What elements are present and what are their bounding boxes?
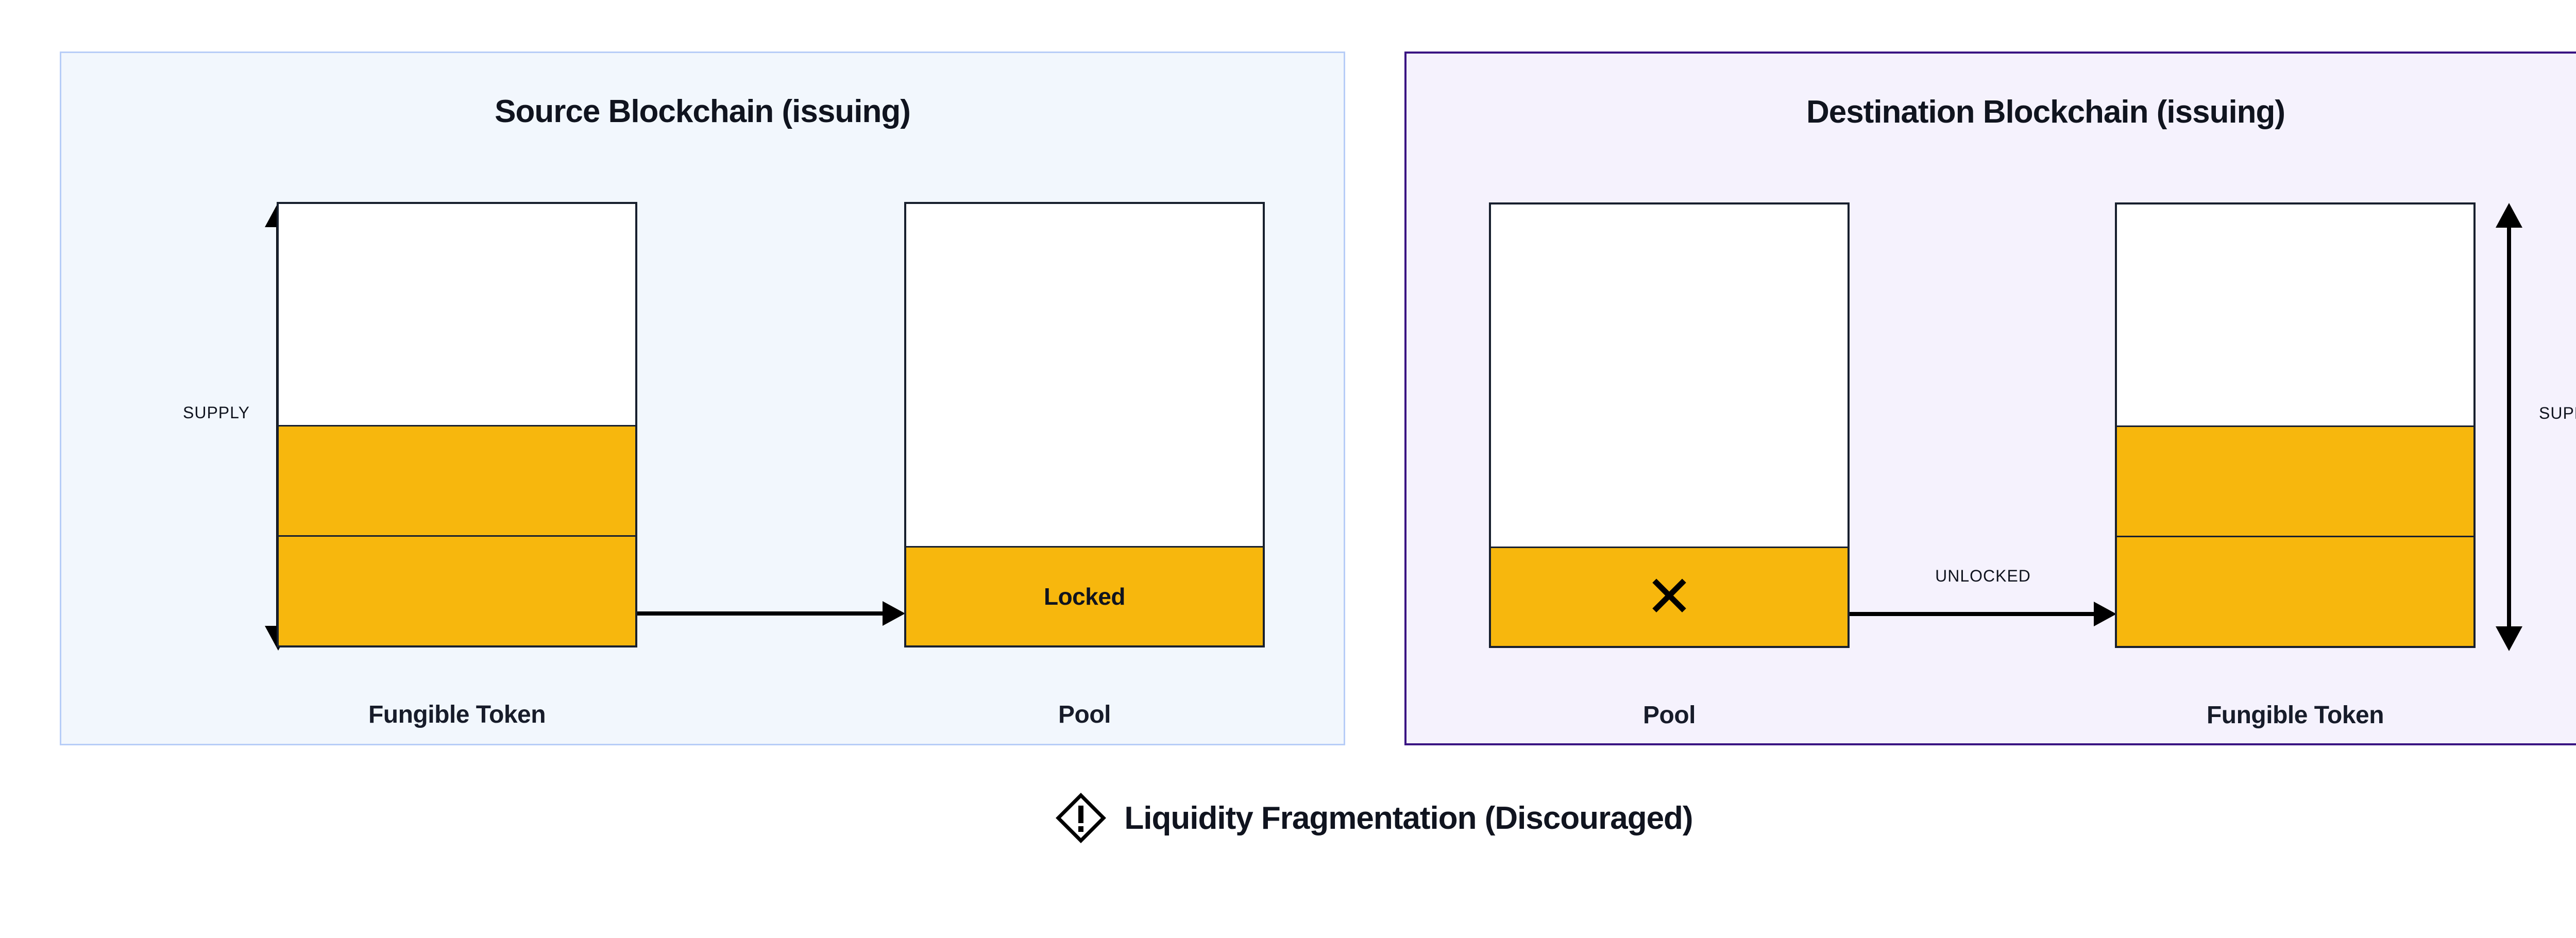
unlocked-label: UNLOCKED: [1935, 567, 2031, 585]
destination-supply-label: SUPPLY: [2539, 404, 2576, 422]
footer-caption-text: Liquidity Fragmentation (Discouraged): [1124, 800, 1693, 836]
caption-destination-pool: Pool: [1643, 702, 1696, 729]
bar-segment-empty: [2117, 204, 2473, 425]
blocked-x-icon: ✕: [1645, 564, 1693, 631]
destination-blockchain-panel: Destination Blockchain (issuing) ✕ Pool …: [1404, 52, 2576, 745]
bar-source-pool: Locked: [904, 202, 1265, 647]
source-panel-title: Source Blockchain (issuing): [495, 94, 911, 129]
warning-diamond-icon: [1056, 793, 1107, 843]
source-supply-measure: SUPPLY: [183, 202, 292, 651]
bar-segment-filled: [279, 535, 635, 645]
source-blockchain-panel: Source Blockchain (issuing) SUPPLY Fungi…: [60, 52, 1345, 745]
bar-segment-empty: [906, 204, 1263, 546]
caption-destination-fungible-token: Fungible Token: [2206, 702, 2384, 729]
footer-caption: Liquidity Fragmentation (Discouraged): [0, 793, 2576, 843]
caption-source-pool: Pool: [1058, 701, 1111, 728]
bar-segment-empty: [279, 204, 635, 425]
bar-segment-filled-blocked: ✕: [1491, 547, 1848, 646]
caption-source-fungible-token: Fungible Token: [368, 701, 546, 728]
bar-destination-fungible-token: [2115, 202, 2476, 648]
bar-segment-filled-locked: Locked: [906, 546, 1263, 645]
bar-segment-filled: [2117, 425, 2473, 536]
bar-destination-pool: ✕: [1489, 202, 1850, 648]
arrow-right-icon: [1850, 602, 2116, 626]
destination-supply-measure: SUPPLY: [2494, 203, 2576, 651]
bar-source-fungible-token: [277, 202, 637, 647]
destination-panel-title: Destination Blockchain (issuing): [1806, 94, 2285, 130]
source-supply-label: SUPPLY: [183, 403, 250, 422]
bar-segment-filled: [279, 424, 635, 535]
destination-flow-arrow: UNLOCKED: [1850, 567, 2116, 629]
destination-supply-arrow-icon: [2496, 203, 2522, 651]
locked-label: Locked: [1043, 583, 1126, 610]
bar-segment-filled: [2117, 535, 2473, 646]
arrow-right-icon: [637, 601, 905, 626]
source-flow-arrow: [637, 598, 905, 629]
bar-segment-empty: [1491, 204, 1848, 547]
